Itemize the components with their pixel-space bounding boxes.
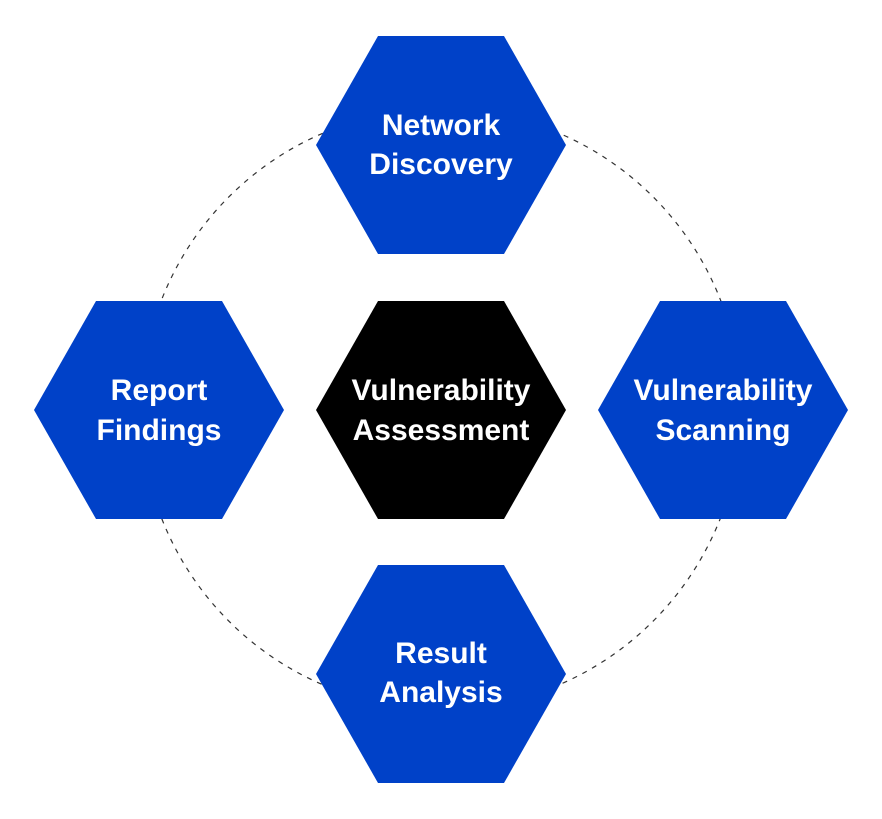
node-label-line2: Scanning — [655, 414, 790, 447]
hexagon-vulnerability-assessment — [316, 301, 566, 519]
node-label-line1: Result — [395, 637, 487, 670]
node-vulnerability-assessment-center: Vulnerability Assessment — [316, 301, 566, 519]
node-vulnerability-scanning: Vulnerability Scanning — [598, 301, 848, 519]
hexagon-report-findings — [34, 301, 284, 519]
center-label-line2: Assessment — [353, 414, 530, 447]
node-label-line2: Findings — [97, 414, 222, 447]
center-label-line1: Vulnerability — [352, 374, 531, 407]
node-network-discovery: Network Discovery — [316, 36, 566, 254]
node-label-line1: Network — [382, 109, 501, 142]
node-report-findings: Report Findings — [34, 301, 284, 519]
node-label-line1: Report — [111, 374, 208, 407]
hexagon-result-analysis — [316, 565, 566, 783]
hexagon-vulnerability-scanning — [598, 301, 848, 519]
node-result-analysis: Result Analysis — [316, 565, 566, 783]
node-label-line2: Analysis — [379, 676, 502, 709]
node-label-line2: Discovery — [369, 148, 513, 181]
hexagon-network-discovery — [316, 36, 566, 254]
node-label-line1: Vulnerability — [634, 374, 813, 407]
